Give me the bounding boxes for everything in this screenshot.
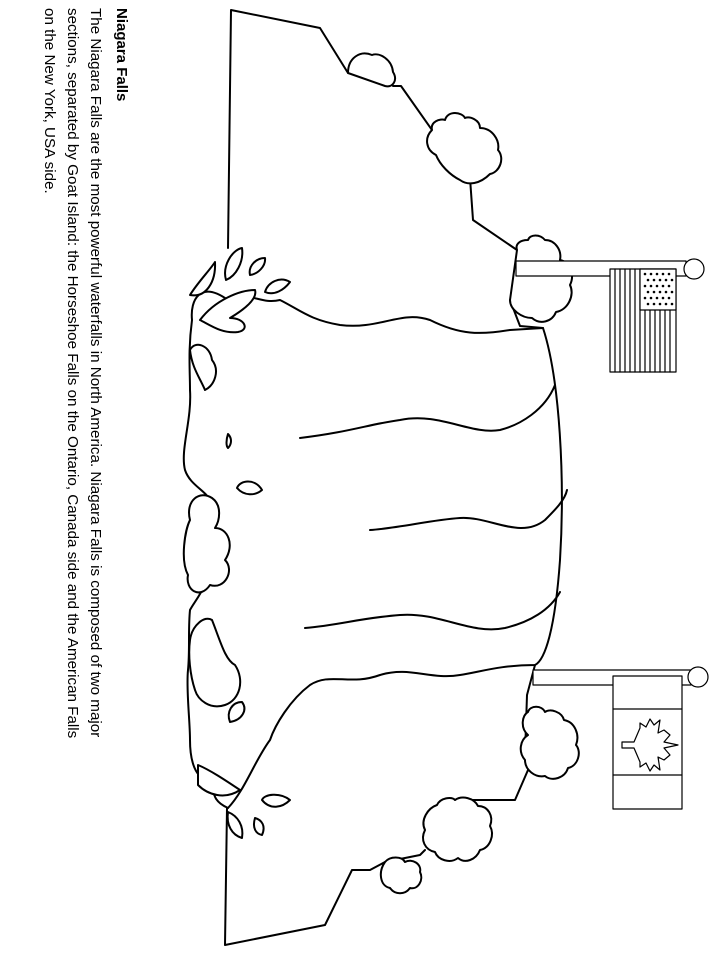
splash-drop [224,247,244,281]
mist-cloud [189,343,217,391]
maple-leaf-icon [621,718,679,772]
bush [379,856,423,895]
splash-drop [236,480,263,496]
bush [422,796,493,862]
splash-drop [226,811,244,839]
us-flag-stripes [614,268,671,373]
splash-drop [227,701,246,723]
flag-pole-knob [683,258,705,280]
water-line-2 [369,489,568,531]
us-flag-canton [639,268,677,311]
bush [509,234,573,323]
splash-drop [197,764,241,797]
us-flag [515,258,705,373]
mist-cloud [188,617,242,708]
splash-drop [248,257,267,276]
mist-cloud [182,494,231,594]
bush [347,52,396,88]
splash-drop [264,278,291,295]
splash-drop [189,261,217,297]
water-line-3 [304,591,561,631]
water-line-1 [299,384,556,439]
splash-drop [225,433,232,449]
bush [426,112,503,185]
splash-drop [252,817,265,836]
falls-water-outline [227,295,563,809]
splash-drop [199,289,257,334]
bush [519,705,580,780]
flag-pole-knob [687,666,709,688]
canada-flag [532,666,709,810]
splash-drop [261,793,291,808]
us-flag-stars [643,272,674,306]
cliff-outline [224,9,544,946]
